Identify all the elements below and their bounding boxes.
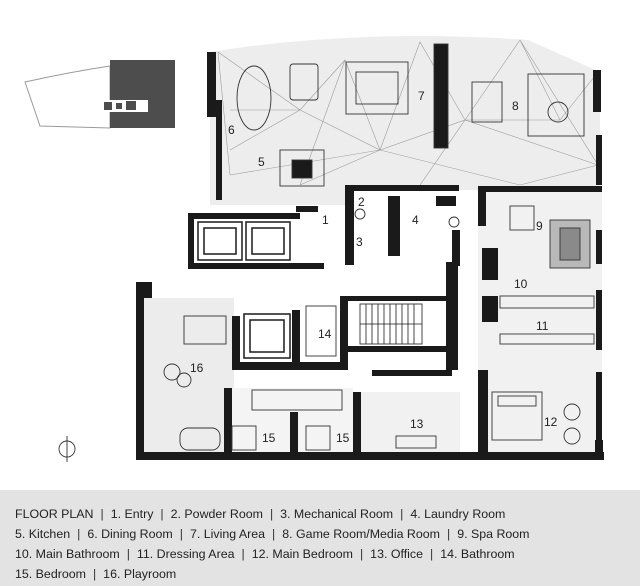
room-number-spa-room: 9 <box>536 219 543 233</box>
legend-separator: | <box>126 547 130 561</box>
room-number-kitchen: 5 <box>258 155 265 169</box>
legend-separator: | <box>446 527 451 541</box>
room-number-bathroom: 14 <box>318 327 332 341</box>
compass-icon <box>58 436 76 462</box>
floor-plan-legend: FLOOR PLAN | 1. Entry | 2. Powder Room | 3. Me… <box>0 490 640 586</box>
legend-item-bedroom: 15. Bedroom <box>15 567 86 581</box>
legend-separator: | <box>272 527 276 541</box>
legend-separator: | <box>92 567 97 581</box>
legend-row-3: 10. Main Bathroom | 11. Dressing Area | 12. … <box>15 544 626 564</box>
legend-item-spa-room: 9. Spa Room <box>457 527 530 541</box>
legend-item-laundry-room: 4. Laundry Room <box>410 507 506 521</box>
legend-separator: | <box>429 547 434 561</box>
legend-item-entry: 1. Entry <box>110 507 154 521</box>
room-number-game-room: 8 <box>512 99 519 113</box>
legend-separator: | <box>160 507 164 521</box>
legend-item-office: 13. Office <box>370 547 423 561</box>
room-number-dressing-area: 11 <box>536 319 549 333</box>
room-number-office: 13 <box>410 417 424 431</box>
room-number-main-bedroom: 12 <box>544 415 558 429</box>
elevators <box>197 221 291 359</box>
legend-item-main-bedroom: 12. Main Bedroom <box>251 547 353 561</box>
legend-title: FLOOR PLAN <box>15 507 94 521</box>
room-number-mechanical-room: 3 <box>356 235 363 249</box>
legend-separator: | <box>241 547 245 561</box>
legend-item-bathroom: 14. Bathroom <box>440 547 515 561</box>
interior-walls <box>188 185 602 460</box>
ceiling-light-lines <box>217 39 599 186</box>
room-number-powder-room: 2 <box>358 195 365 209</box>
legend-item-powder-room: 2. Powder Room <box>170 507 263 521</box>
legend-item-kitchen: 5. Kitchen <box>15 527 71 541</box>
legend-row-1: FLOOR PLAN | 1. Entry | 2. Powder Room | 3. Me… <box>15 504 626 524</box>
legend-item-mechanical-room: 3. Mechanical Room <box>280 507 394 521</box>
furniture <box>163 43 595 451</box>
room-numbers: 1 2 3 4 5 6 7 8 9 10 11 12 13 14 15 15 1… <box>190 89 558 445</box>
room-number-living-area: 7 <box>418 89 425 103</box>
legend-item-dining-room: 6. Dining Room <box>87 527 173 541</box>
legend-separator: | <box>100 507 104 521</box>
legend-separator: | <box>77 527 81 541</box>
room-number-bedroom-a: 15 <box>262 431 276 445</box>
legend-item-playroom: 16. Playroom <box>103 567 177 581</box>
legend-separator: | <box>269 507 274 521</box>
legend-separator: | <box>359 547 364 561</box>
legend-item-main-bathroom: 10. Main Bathroom <box>15 547 120 561</box>
exterior-walls <box>136 52 604 460</box>
key-plan <box>24 60 175 129</box>
stair <box>359 303 423 345</box>
legend-separator: | <box>400 507 404 521</box>
legend-item-living-area: 7. Living Area <box>189 527 266 541</box>
legend-row-4: 15. Bedroom | 16. Playroom <box>15 564 626 584</box>
room-number-entry: 1 <box>322 213 329 227</box>
legend-item-dressing-area: 11. Dressing Area <box>136 547 235 561</box>
room-number-playroom: 16 <box>190 361 204 375</box>
room-number-main-bathroom: 10 <box>514 277 528 291</box>
legend-row-2: 5. Kitchen | 6. Dining Room | 7. Living Area… <box>15 524 626 544</box>
room-number-laundry-room: 4 <box>412 213 419 227</box>
legend-item-game-room: 8. Game Room/Media Room <box>282 527 440 541</box>
room-number-dining-room: 6 <box>228 123 235 137</box>
floor-plan-drawing: 1 2 3 4 5 6 7 8 9 10 11 12 13 14 15 15 1… <box>24 36 604 462</box>
legend-separator: | <box>179 527 183 541</box>
room-number-bedroom-b: 15 <box>336 431 350 445</box>
